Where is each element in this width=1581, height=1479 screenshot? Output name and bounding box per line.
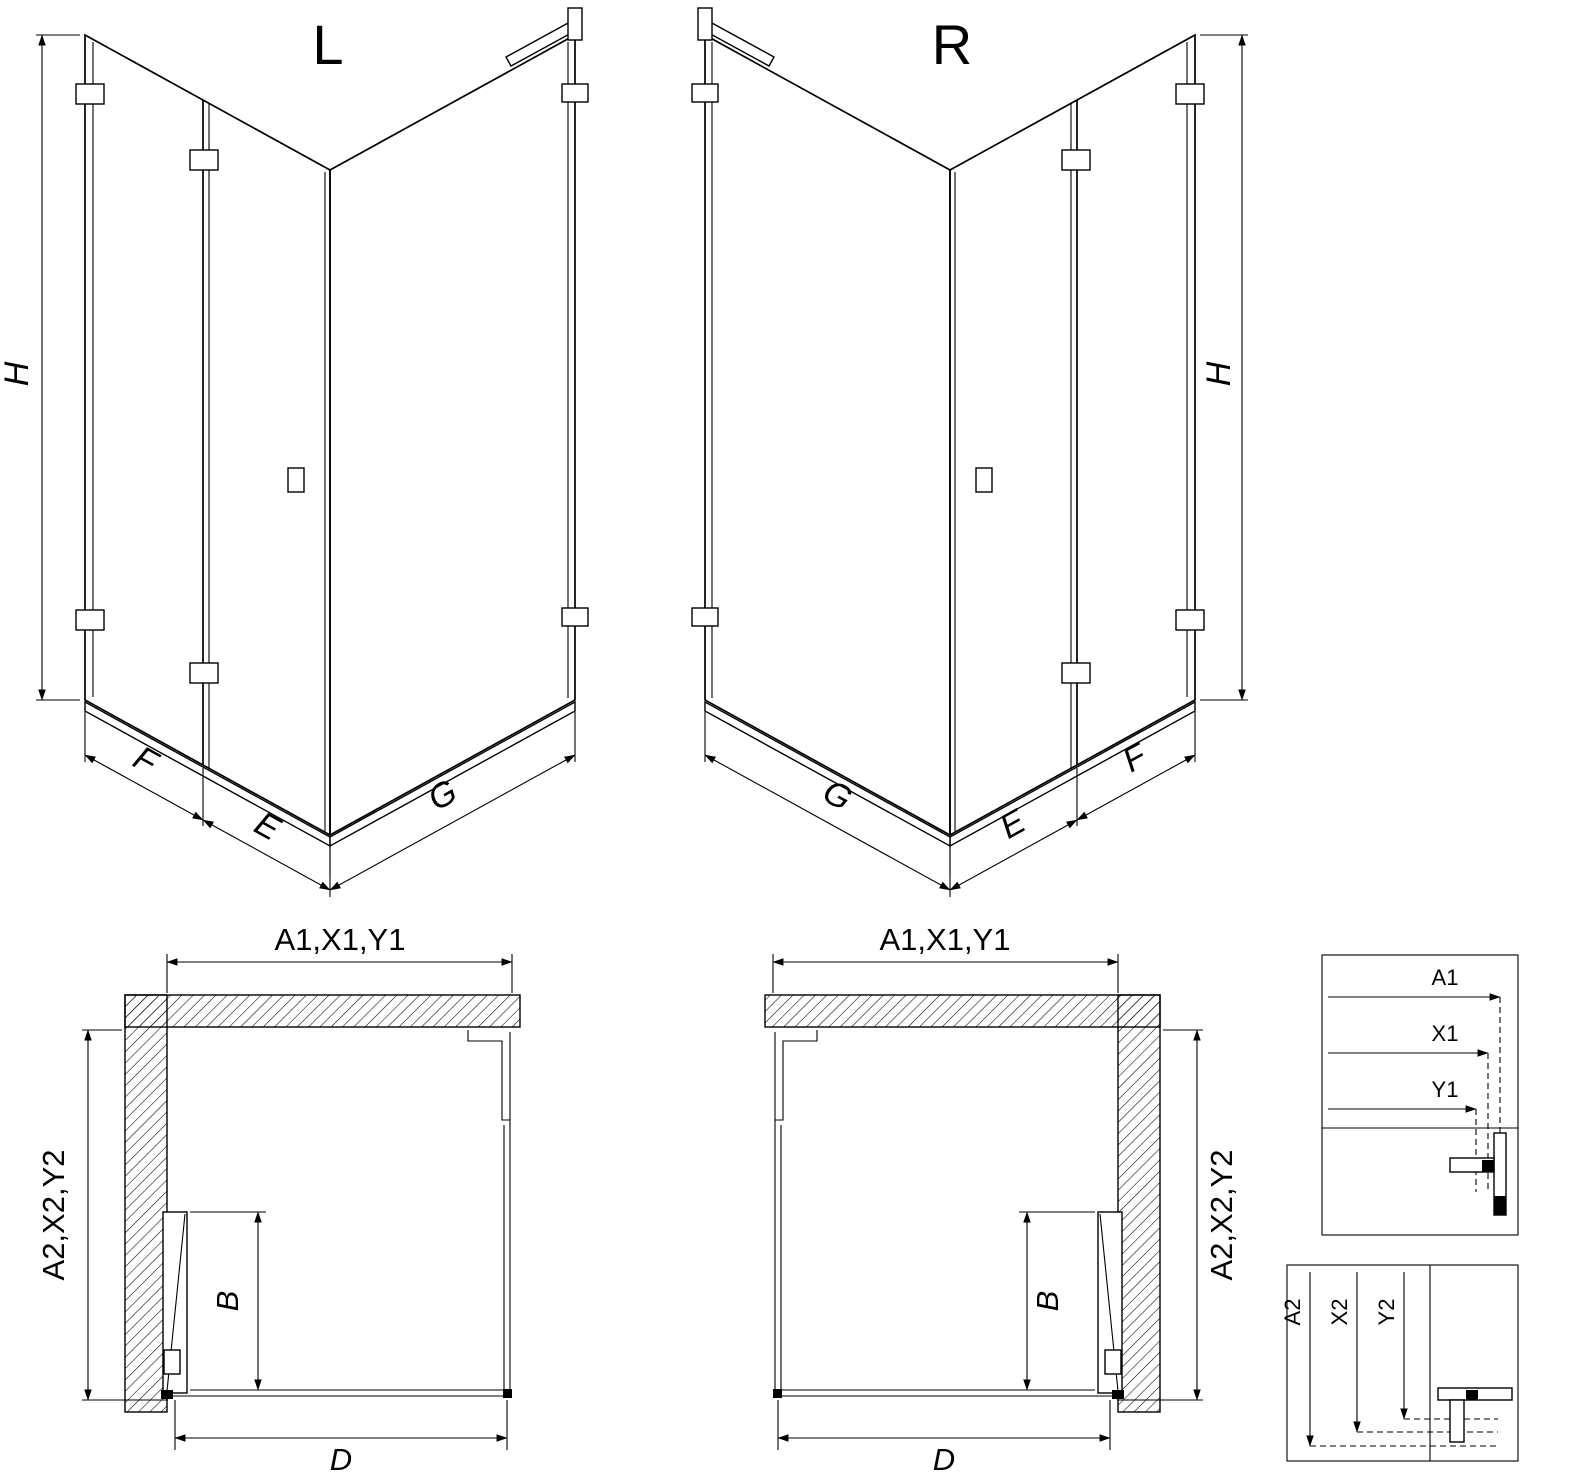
wall-top [764,994,1161,1028]
wall-bracket [561,607,589,627]
wall-profile-bracket [505,21,576,67]
dim-label-side: A2,X2,Y2 [36,1150,71,1281]
wall-bracket [1175,609,1205,631]
variant-label-right: R [932,13,972,76]
dim-line-side [704,754,951,891]
wall-profile-bracket [704,21,775,67]
wall-bracket [75,83,105,105]
offset-label-a1: A1 [1432,965,1459,990]
wall-bracket [691,607,719,627]
plan-view-left: A1,X1,Y1 B A2,X2,Y2 D [36,922,521,1477]
threshold-rail [949,700,1196,848]
dim-label-top: A1,X1,Y1 [880,922,1011,957]
dim-line-side [329,754,576,891]
dim-label-bottom: D [933,1442,955,1477]
wall-bracket [75,609,105,631]
wall-profile-tab [697,7,713,41]
wall-right [1117,994,1161,1413]
iso-view-left: H F E G L [0,7,589,897]
door-hinge [1061,662,1091,684]
door-hinge [189,149,219,171]
corner-profile [1112,1390,1124,1399]
wall-profile-bracket [775,1030,818,1121]
threshold-rail [329,700,576,848]
dim-label-height: H [1200,361,1238,386]
dim-label-top: A1,X1,Y1 [275,922,406,957]
door-hinge [163,1349,181,1375]
dim-line-front-panel [1076,754,1196,821]
dim-label-bottom: D [330,1442,352,1477]
wall-bracket [1175,83,1205,105]
side-face-panel [704,33,951,837]
dim-label-height: H [0,361,36,386]
offset-label-y2: Y2 [1374,1299,1399,1326]
offset-label-a2: A2 [1280,1299,1305,1326]
threshold-rail [704,700,951,848]
detail-box [1321,954,1519,1236]
profile-section [1449,1399,1465,1443]
door-hinge [1061,149,1091,171]
dim-line-door [949,819,1078,891]
dim-label-door: B [210,1291,245,1312]
side-face-panel [329,33,576,837]
corner-profile [503,1389,512,1398]
threshold-rail [84,700,331,848]
wall-profile-tab [567,7,583,41]
dim-label-door: B [1030,1291,1065,1312]
wall-left [124,994,168,1413]
door-handle [975,467,993,493]
variant-label-left: L [312,13,343,76]
wall-profile-bracket [467,1030,510,1121]
wall-top [124,994,521,1028]
detail-box [1286,1264,1519,1462]
wall-bracket [561,83,589,103]
offset-label-y1: Y1 [1432,1077,1459,1102]
detail-vertical-offsets: A2 X2 Y2 [1280,1264,1519,1462]
plan-view-right: A1,X1,Y1 B A2,X2,Y2 D [764,922,1239,1477]
dim-line-door [202,819,331,891]
door-handle [287,467,305,493]
door-hinge [189,662,219,684]
iso-view-right: H G E F R [691,7,1248,897]
detail-horizontal-offsets: A1 X1 Y1 [1321,954,1519,1236]
dim-label-side: G [422,772,464,818]
dim-label-side: A2,X2,Y2 [1204,1150,1239,1281]
corner-profile [773,1389,782,1398]
corner-profile [161,1390,173,1399]
dim-line-front-panel [84,754,204,821]
wall-bracket [691,83,719,103]
dim-label-side: G [817,772,859,818]
offset-label-x1: X1 [1432,1021,1459,1046]
door-hinge [1104,1349,1122,1375]
offset-label-x2: X2 [1327,1299,1352,1326]
